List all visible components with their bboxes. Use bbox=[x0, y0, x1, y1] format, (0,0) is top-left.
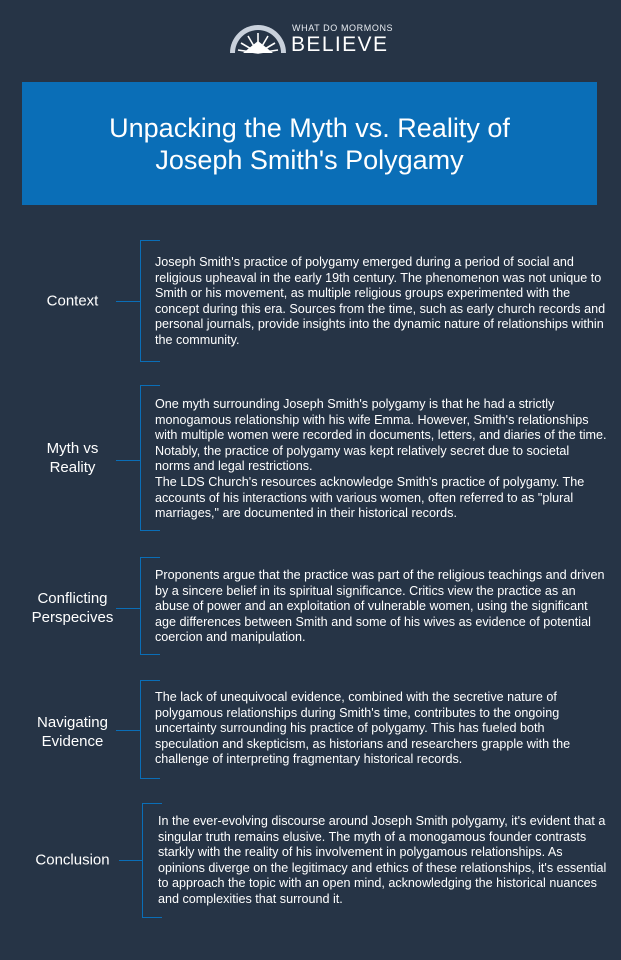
section-bracket bbox=[140, 385, 160, 531]
section-body: Proponents argue that the practice was p… bbox=[155, 568, 607, 646]
connector-line bbox=[116, 460, 140, 461]
section-conclusion: Conclusion In the ever-evolving discours… bbox=[0, 803, 621, 918]
logo-tagline: WHAT DO MORMONS bbox=[292, 23, 394, 33]
section-navigating-evidence: Navigating Evidence The lack of unequivo… bbox=[0, 680, 621, 779]
connector-line bbox=[116, 730, 140, 731]
connector-line bbox=[116, 301, 140, 302]
section-myth-vs-reality: Myth vs Reality One myth surrounding Jos… bbox=[0, 385, 621, 531]
section-body: In the ever-evolving discourse around Jo… bbox=[158, 814, 610, 908]
section-label: Conclusion bbox=[35, 851, 110, 869]
site-logo[interactable]: WHAT DO MORMONS BELIEVE bbox=[0, 22, 621, 58]
sunrise-logo-icon bbox=[230, 25, 286, 54]
connector-line bbox=[116, 608, 140, 609]
section-context: Context Joseph Smith's practice of polyg… bbox=[0, 240, 621, 362]
section-body: One myth surrounding Joseph Smith's poly… bbox=[155, 397, 607, 522]
section-label: Navigating Evidence bbox=[37, 714, 108, 750]
section-paragraph: One myth surrounding Joseph Smith's poly… bbox=[155, 397, 607, 474]
section-paragraph: The LDS Church's resources acknowledge S… bbox=[155, 474, 585, 521]
connector-line bbox=[119, 860, 142, 861]
section-conflicting-perspectives: Conflicting Perspecives Proponents argue… bbox=[0, 557, 621, 655]
section-bracket bbox=[140, 240, 160, 362]
section-bracket bbox=[140, 680, 160, 779]
section-paragraph: Joseph Smith's practice of polygamy emer… bbox=[155, 255, 606, 347]
section-paragraph: Proponents argue that the practice was p… bbox=[155, 568, 605, 645]
section-body: The lack of unequivocal evidence, combin… bbox=[155, 690, 607, 768]
section-body: Joseph Smith's practice of polygamy emer… bbox=[155, 255, 607, 349]
section-label: Myth vs Reality bbox=[46, 440, 99, 476]
logo-wordmark: BELIEVE bbox=[291, 33, 389, 56]
section-bracket bbox=[142, 803, 162, 918]
section-label: Context bbox=[46, 292, 99, 310]
section-paragraph: The lack of unequivocal evidence, combin… bbox=[155, 690, 571, 767]
section-paragraph: In the ever-evolving discourse around Jo… bbox=[158, 814, 607, 906]
section-label: Conflicting Perspecives bbox=[31, 590, 114, 626]
title-banner: Unpacking the Myth vs. Reality of Joseph… bbox=[22, 82, 597, 205]
page-title: Unpacking the Myth vs. Reality of Joseph… bbox=[109, 112, 510, 175]
section-bracket bbox=[140, 557, 160, 655]
